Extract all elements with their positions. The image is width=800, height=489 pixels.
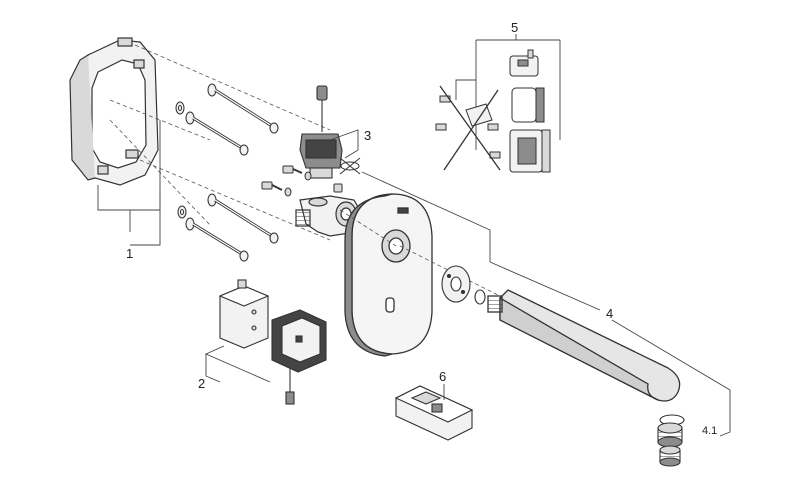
part-1-mounting-frame <box>69 37 159 186</box>
part-3-crossed-screw <box>339 157 361 175</box>
part-4-bracket <box>361 171 731 437</box>
callout-4-1: 4.1 <box>702 425 717 437</box>
part-1-bolts <box>175 83 279 262</box>
cover-plate <box>344 193 433 357</box>
part-2-bracket <box>204 345 271 383</box>
callout-4: 4 <box>606 306 613 321</box>
callout-2: 2 <box>198 376 205 391</box>
part-4-spout <box>487 289 681 402</box>
part-2-control-box <box>271 309 327 405</box>
callout-3: 3 <box>364 128 371 143</box>
part-5-battery <box>511 87 545 123</box>
part-3-bracket <box>329 129 359 159</box>
callout-5: 5 <box>511 20 518 35</box>
o-ring <box>474 289 486 305</box>
part-2-transformer-box <box>218 279 270 349</box>
callout-1: 1 <box>126 246 133 261</box>
part-1-bracket <box>97 120 161 246</box>
part-5-crossed-out-kit <box>435 85 501 171</box>
part-5-bracket <box>455 34 561 150</box>
part-3-valve-cartridge <box>299 85 343 179</box>
callout-6: 6 <box>439 369 446 384</box>
part-4-1-aerator <box>657 414 685 467</box>
rosette <box>441 265 471 303</box>
part-5-battery-cap <box>509 49 539 77</box>
part-5-battery-housing <box>509 129 551 173</box>
fastener-screws <box>261 165 343 197</box>
cover-projection-lines <box>339 209 501 297</box>
part-6-remote-control <box>394 385 474 441</box>
